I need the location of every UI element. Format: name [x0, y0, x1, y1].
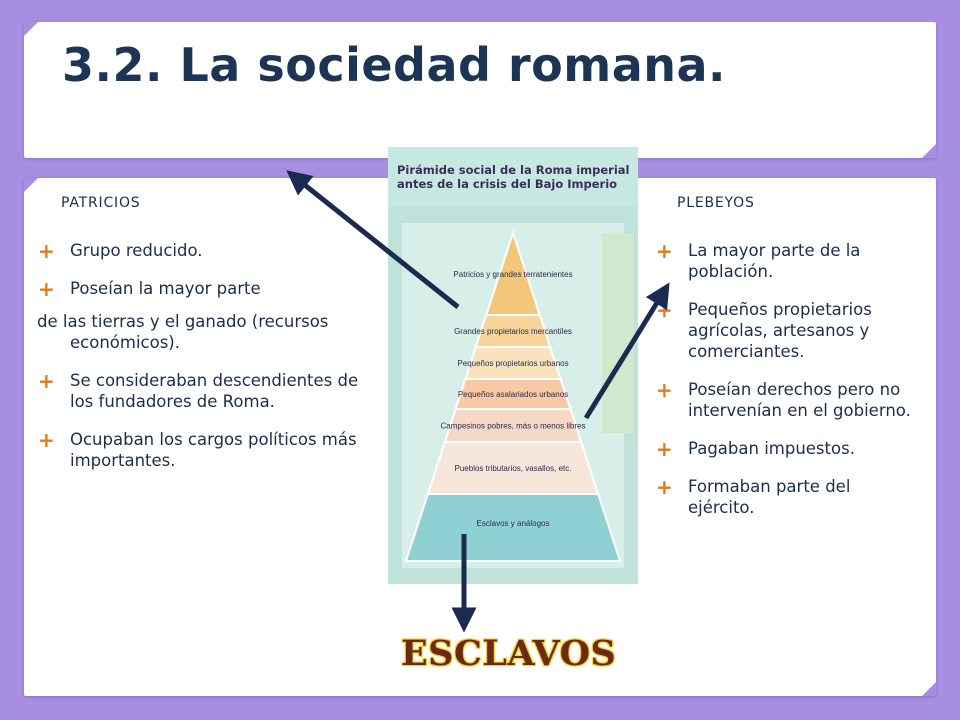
plus-icon: + — [656, 475, 673, 499]
esclavos-label: ESCLAVOS — [401, 633, 617, 674]
list-item: + Formaban parte del ejército. — [650, 476, 920, 518]
list-item: + La mayor parte de la población. — [650, 240, 920, 282]
list-item-text: Formaban parte del ejército. — [688, 477, 851, 517]
title-panel — [24, 22, 936, 158]
list-item: + Ocupaban los cargos políticos más impo… — [32, 429, 372, 471]
pyramid-level-label: Pueblos tributarios, vasallos, etc. — [455, 464, 572, 473]
pyramid-bands — [404, 229, 622, 562]
plus-icon: + — [38, 428, 55, 452]
figure-caption-line: Pirámide social de la Roma imperial — [397, 163, 630, 177]
list-item-text: La mayor parte de la población. — [688, 241, 861, 281]
list-item-text: Poseían derechos pero no intervenían en … — [688, 380, 911, 420]
list-item-text: Se consideraban descendientes de los fun… — [70, 371, 359, 411]
list-item-continuation: de las tierras y el ganado (recursos eco… — [32, 311, 372, 353]
pyramid-level-label: Esclavos y análogos — [477, 519, 550, 528]
patricios-heading: PATRICIOS — [61, 195, 141, 211]
plus-icon: + — [656, 437, 673, 461]
list-item-text: Grupo reducido. — [70, 241, 203, 260]
list-item: + Se consideraban descendientes de los f… — [32, 370, 372, 412]
page-title: 3.2. La sociedad romana. — [62, 38, 726, 92]
plus-icon: + — [656, 378, 673, 402]
plebeyos-list: + La mayor parte de la población. + Pequ… — [650, 240, 920, 535]
plus-icon: + — [38, 369, 55, 393]
pyramid-labels: Patricios y grandes terratenientesGrande… — [441, 270, 586, 528]
panel-corner — [922, 144, 936, 158]
pyramid-level-label: Patricios y grandes terratenientes — [453, 270, 572, 279]
list-item-text: Ocupaban los cargos políticos más import… — [70, 430, 357, 470]
list-item-text: de las tierras y el ganado (recursos eco… — [37, 312, 329, 352]
panel-corner — [24, 178, 38, 192]
list-item: + Poseían derechos pero no intervenían e… — [650, 379, 920, 421]
pyramid-level-label: Campesinos pobres, más o menos libres — [441, 422, 586, 431]
figure-caption: Pirámide social de la Roma imperial ante… — [388, 147, 638, 207]
list-item: + Pequeños propietarios agrícolas, artes… — [650, 299, 920, 362]
list-item: + Pagaban impuestos. — [650, 438, 920, 459]
list-item-text: Poseían la mayor parte — [70, 279, 261, 298]
plebeyos-heading: PLEBEYOS — [677, 195, 755, 211]
list-item-text: Pagaban impuestos. — [688, 439, 855, 458]
figure-side-band — [602, 233, 634, 433]
patricios-list: + Grupo reducido. + Poseían la mayor par… — [32, 240, 372, 488]
list-item-text: Pequeños propietarios agrícolas, artesan… — [688, 300, 872, 361]
list-item: + Poseían la mayor parte — [32, 278, 372, 299]
list-item: + Grupo reducido. — [32, 240, 372, 261]
pyramid-level-label: Pequeños asalariados urbanos — [458, 390, 568, 399]
figure-caption-line: antes de la crisis del Bajo Imperio — [397, 177, 618, 191]
plus-icon: + — [656, 298, 673, 322]
pyramid-level-label: Grandes propietarios mercantiles — [454, 327, 572, 336]
plus-icon: + — [656, 239, 673, 263]
pyramid-level — [404, 493, 622, 562]
pyramid-level-label: Pequeños propietarios urbanos — [457, 359, 568, 368]
plus-icon: + — [38, 277, 55, 301]
pyramid-graphic: Patricios y grandes terratenientesGrande… — [388, 207, 638, 584]
plus-icon: + — [38, 239, 55, 263]
panel-corner — [24, 22, 38, 36]
panel-corner — [922, 682, 936, 696]
